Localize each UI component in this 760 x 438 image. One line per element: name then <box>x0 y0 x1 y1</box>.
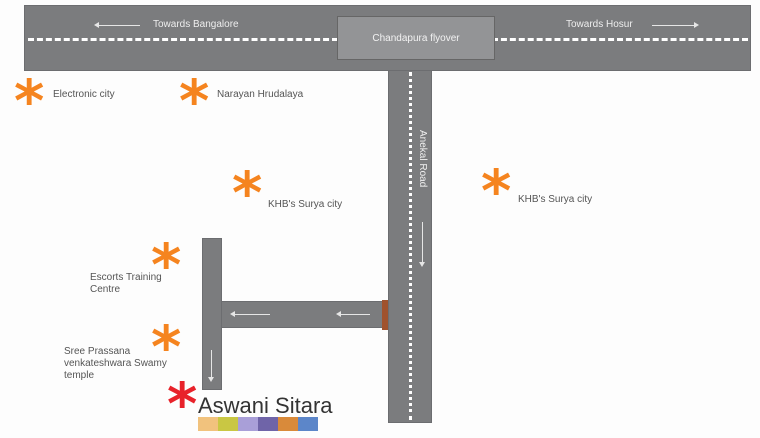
anekal-road-label: Anekal Road <box>417 130 428 188</box>
entrance-gate <box>382 300 388 330</box>
arrow-left-icon <box>340 314 370 315</box>
arrow-down-icon <box>211 350 212 377</box>
arrow-left-head-icon <box>336 311 341 317</box>
landmark-khb-surya-city-west: KHB's Surya city <box>268 199 343 210</box>
landmark-star-icon: * <box>179 67 210 135</box>
landmark-star-icon: * <box>151 231 182 299</box>
arrow-left-icon <box>234 314 270 315</box>
main-road-centerline <box>28 38 338 41</box>
left-road <box>202 238 222 390</box>
arrow-down-head-icon <box>208 377 214 382</box>
destination-aswani-sitara: Aswani Sitara <box>198 393 333 418</box>
arrow-left-head-icon <box>94 22 99 28</box>
arrow-right-head-icon <box>694 22 699 28</box>
arrow-right-icon <box>652 25 694 26</box>
flyover-label: Chandapura flyover <box>372 32 460 44</box>
landmark-khb-surya-city-east: KHB's Surya city <box>518 194 593 205</box>
destination-logo-strip <box>198 417 318 431</box>
main-road-centerline <box>492 38 748 41</box>
arrow-left-icon <box>98 25 140 26</box>
landmark-venkateshwara-temple: Sree Prassana venkateshwara Swamy temple <box>64 346 167 381</box>
chandapura-flyover: Chandapura flyover <box>337 16 495 60</box>
landmark-narayan-hrudalaya: Narayan Hrudalaya <box>217 89 304 100</box>
landmark-escorts-training-centre: Escorts Training Centre <box>90 272 162 295</box>
landmark-star-icon: * <box>14 67 45 135</box>
destination-star-icon: * <box>167 370 198 438</box>
towards-hosur-label: Towards Hosur <box>566 19 633 30</box>
landmark-star-icon: * <box>232 159 263 227</box>
landmark-star-icon: * <box>151 313 182 381</box>
landmark-electronic-city: Electronic city <box>53 89 115 100</box>
towards-bangalore-label: Towards Bangalore <box>153 19 239 30</box>
landmark-star-icon: * <box>481 157 512 225</box>
arrow-left-head-icon <box>230 311 235 317</box>
anekal-road-centerline <box>409 72 412 420</box>
arrow-down-icon <box>422 222 423 262</box>
arrow-down-head-icon <box>419 262 425 267</box>
